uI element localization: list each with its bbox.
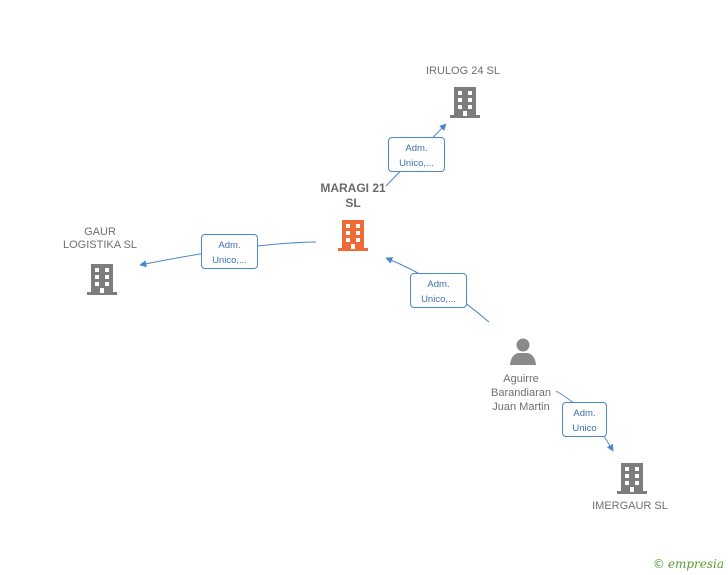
node-label-imergaur[interactable]: IMERGAUR SL	[592, 500, 668, 512]
edge-label-aguirre-imergaur[interactable]: Adm. Unico	[562, 402, 607, 437]
brand-name: empresia	[667, 557, 724, 571]
building-icon[interactable]	[615, 461, 649, 495]
person-icon[interactable]	[508, 336, 538, 366]
node-label-maragi[interactable]: MARAGI 21 SL	[320, 181, 386, 210]
node-label-gaur[interactable]: GAUR LOGISTIKA SL	[63, 226, 137, 251]
edge-label-aguirre-maragi[interactable]: Adm. Unico,...	[410, 273, 467, 308]
node-label-aguirre[interactable]: Aguirre Barandiaran Juan Martin	[491, 373, 551, 413]
copyright-symbol: ©	[652, 557, 665, 571]
brand-logo: ©empresia	[653, 557, 724, 571]
node-label-irulog[interactable]: IRULOG 24 SL	[426, 65, 500, 77]
building-icon[interactable]	[448, 85, 482, 119]
edge-label-maragi-gaur[interactable]: Adm. Unico,...	[201, 234, 258, 269]
edge-label-maragi-irulog[interactable]: Adm. Unico,...	[388, 137, 445, 172]
building-icon[interactable]	[85, 262, 119, 296]
building-icon-main[interactable]	[336, 218, 370, 252]
